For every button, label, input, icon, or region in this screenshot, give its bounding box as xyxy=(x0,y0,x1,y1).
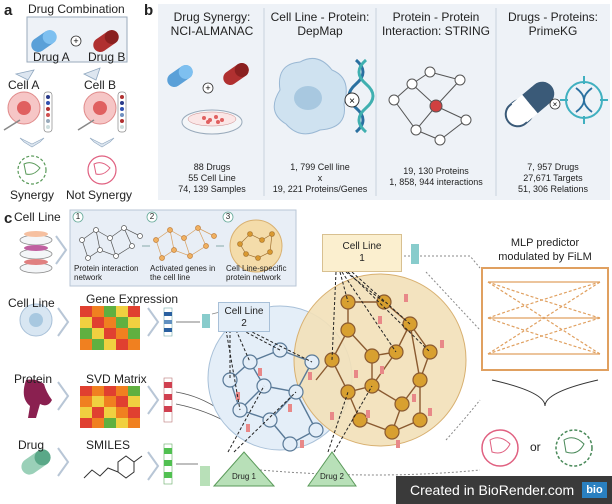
cell-line-2-box: Cell Line 2 xyxy=(218,302,270,332)
svg-text:+: + xyxy=(73,36,78,46)
step1-num: 1 xyxy=(75,212,81,221)
panel-b-letter: b xyxy=(144,2,154,19)
biorender-watermark[interactable]: Created in BioRender.com bio xyxy=(396,476,612,504)
col4-title: Drugs - Proteins: PrimeKG xyxy=(507,10,599,38)
panel-c-letter: c xyxy=(4,210,13,227)
col2-title: Cell Line - Protein: DepMap xyxy=(270,10,370,38)
col3-stats: 19, 130 Proteins 1, 858, 944 interaction… xyxy=(389,166,483,187)
row-protein-label: Protein xyxy=(14,372,53,386)
svd-matrix-heatmap xyxy=(80,386,140,428)
svg-text:+: + xyxy=(205,83,210,93)
row-gene-expression-label: Gene Expression xyxy=(86,292,179,306)
row-smiles-label: SMILES xyxy=(86,438,131,452)
drug-b-label: Drug B xyxy=(88,50,126,64)
row-svd-label: SVD Matrix xyxy=(86,372,147,386)
drug-combination-title: Drug Combination xyxy=(28,2,125,16)
step3-label: Cell Line-specific protein network xyxy=(226,264,287,282)
panel-a-letter: a xyxy=(4,2,13,19)
gene-expression-heatmap xyxy=(80,306,140,350)
step3-num: 3 xyxy=(225,212,231,221)
or-label: or xyxy=(530,440,541,454)
step2-num: 2 xyxy=(149,212,155,221)
biorender-logo-icon: bio xyxy=(582,482,607,498)
row-cell-line-label: Cell Line xyxy=(8,296,55,310)
col2-stats: 1, 799 Cell line x 19, 221 Proteins/Gene… xyxy=(272,162,368,194)
cell-a-label: Cell A xyxy=(8,78,40,92)
svg-text:×: × xyxy=(349,96,355,107)
row-drug-label: Drug xyxy=(18,438,45,452)
drug-a-label: Drug A xyxy=(33,50,70,64)
drug-1-label: Drug 1 xyxy=(231,472,256,481)
col1-title: Drug Synergy: NCI-ALMANAC xyxy=(170,10,254,38)
drug-2-label: Drug 2 xyxy=(319,472,344,481)
step1-label: Protein interaction network xyxy=(74,264,139,282)
synergy-label: Synergy xyxy=(10,188,55,202)
col1-stats: 88 Drugs 55 Cell Line 74, 139 Samples xyxy=(178,162,246,194)
step2-label: Activated genes in the cell line xyxy=(150,264,216,282)
svg-text:×: × xyxy=(553,100,558,109)
cell-line-top-label: Cell Line xyxy=(14,210,61,224)
mlp-title: MLP predictor modulated by FiLM xyxy=(498,237,592,263)
col4-stats: 7, 957 Drugs 27,671 Targets 51, 306 Rela… xyxy=(517,162,589,194)
not-synergy-label: Not Synergy xyxy=(66,188,133,202)
cell-line-1-box: Cell Line 1 xyxy=(322,234,402,272)
col3-title: Protein - Protein Interaction: STRING xyxy=(381,10,491,38)
watermark-text: Created in BioRender.com xyxy=(410,482,575,498)
cell-b-label: Cell B xyxy=(84,78,117,92)
